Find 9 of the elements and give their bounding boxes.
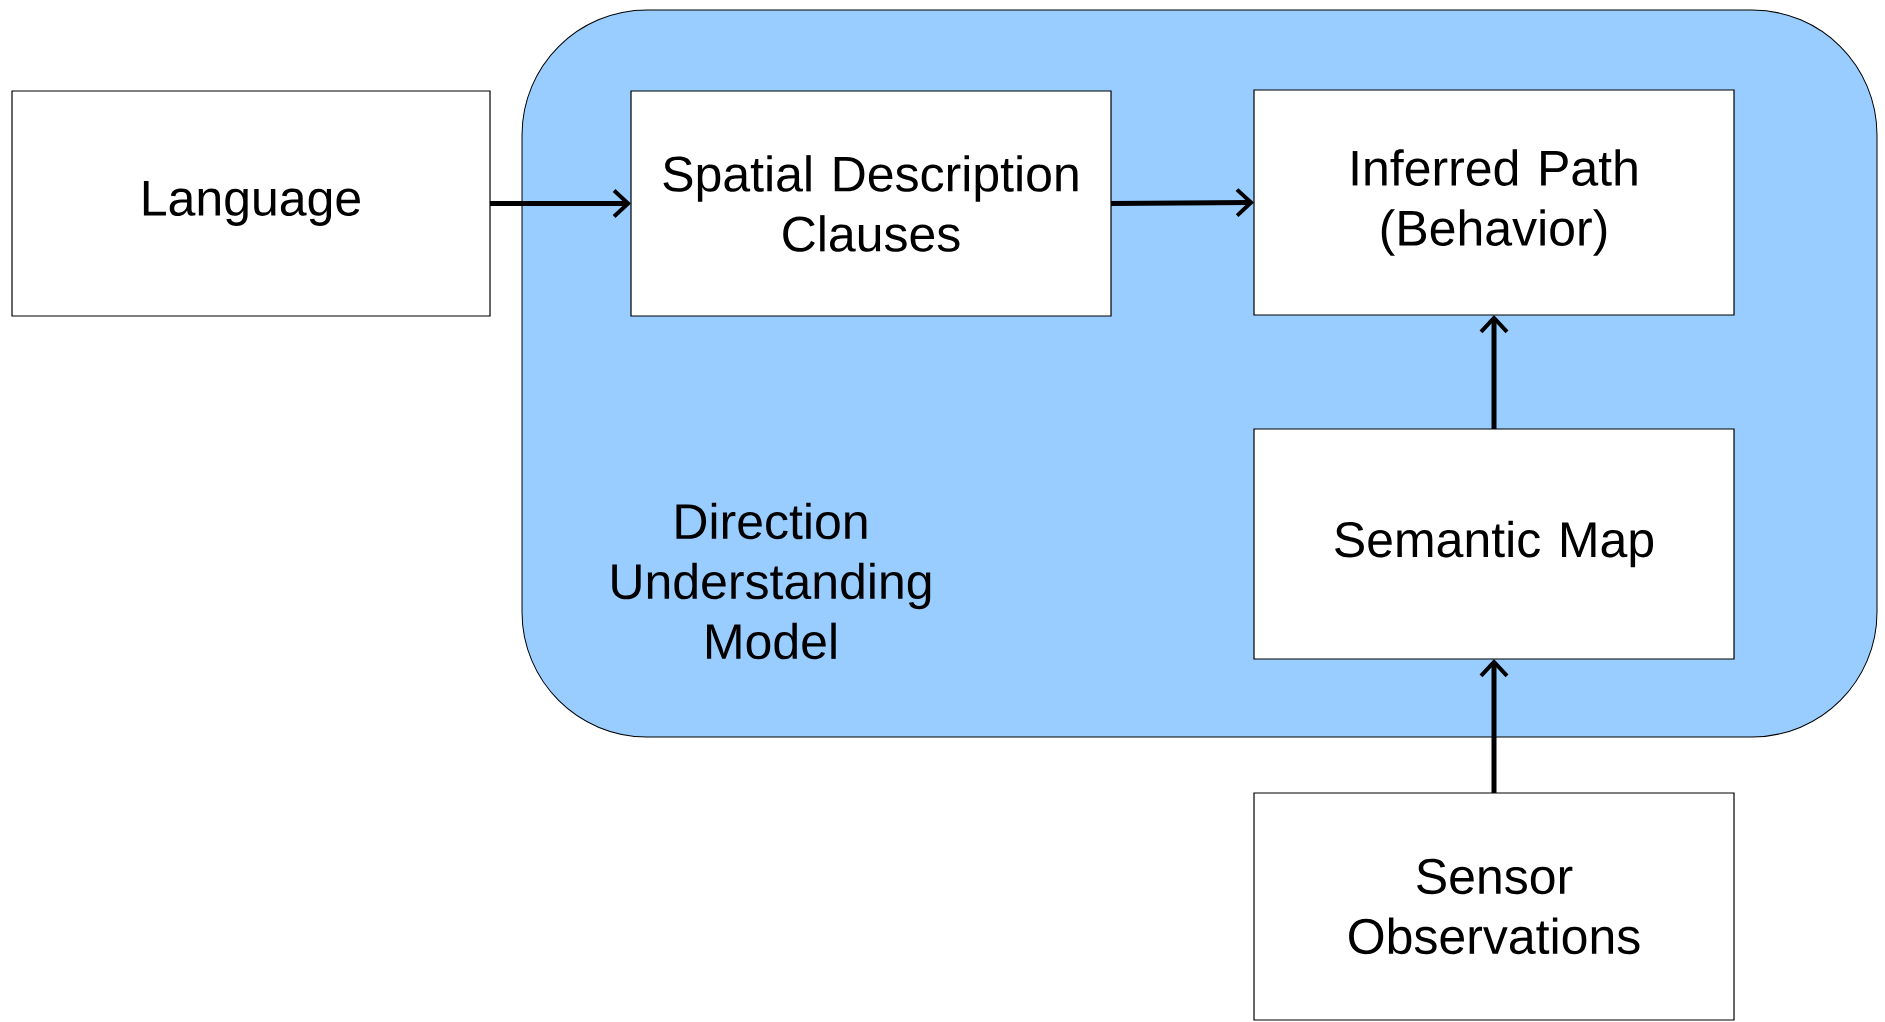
process-box: Language [11, 90, 491, 317]
arrow [490, 189, 631, 218]
process-box: Spatial Description Clauses [630, 90, 1112, 317]
process-box: Semantic Map [1253, 428, 1735, 660]
arrow [1479, 659, 1509, 793]
arrow [1479, 315, 1509, 429]
arrow [1111, 188, 1254, 218]
process-box: Inferred Path (Behavior) [1253, 89, 1735, 316]
process-box: Sensor Observations [1253, 792, 1735, 1021]
